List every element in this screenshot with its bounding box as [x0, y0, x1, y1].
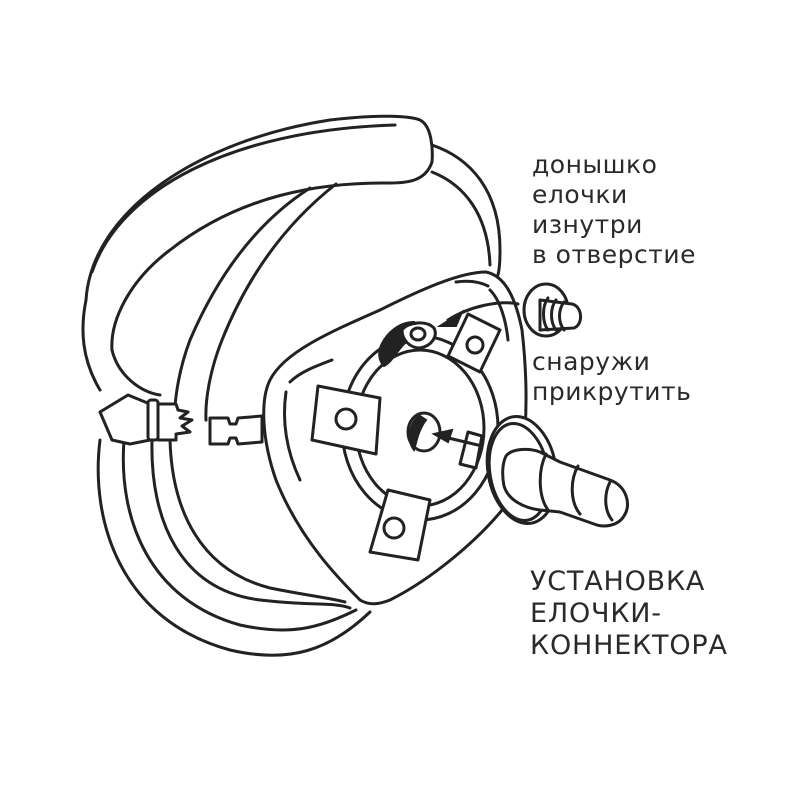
buckle-female	[208, 414, 264, 446]
straight-arrow	[431, 428, 484, 448]
curved-arrow	[436, 301, 520, 327]
diagram-title-line-2: ЕЛОЧКИ-	[530, 598, 662, 629]
callout-outer-screw-line-2: прикрутить	[532, 377, 692, 406]
callout-inner-base-line-4: в отверстие	[532, 240, 696, 269]
callout-inner-base-line-3: изнутри	[532, 210, 643, 239]
callout-outer-screw: снаружи прикрутить	[532, 347, 691, 407]
callout-inner-base: донышко елочки изнутри в отверстие	[532, 150, 696, 270]
connector-base-small	[522, 282, 582, 338]
center-hole	[406, 411, 442, 453]
diagram-title: УСТАНОВКА ЕЛОЧКИ- КОННЕКТОРА	[530, 566, 728, 662]
callout-outer-screw-line-1: снаружи	[532, 347, 651, 376]
plate-tab-left	[310, 384, 382, 456]
diagram-title-line-3: КОННЕКТОРА	[530, 630, 728, 661]
callout-inner-base-line-1: донышко	[532, 150, 658, 179]
connector-plug-large	[485, 414, 629, 528]
callout-inner-base-line-2: елочки	[532, 180, 628, 209]
buckle-male	[98, 393, 194, 446]
plate-tab-bottom	[368, 488, 432, 562]
plate-tab-top-right	[446, 312, 502, 374]
diagram-title-line-1: УСТАНОВКА	[530, 566, 706, 597]
plate-tab-right	[458, 430, 484, 470]
